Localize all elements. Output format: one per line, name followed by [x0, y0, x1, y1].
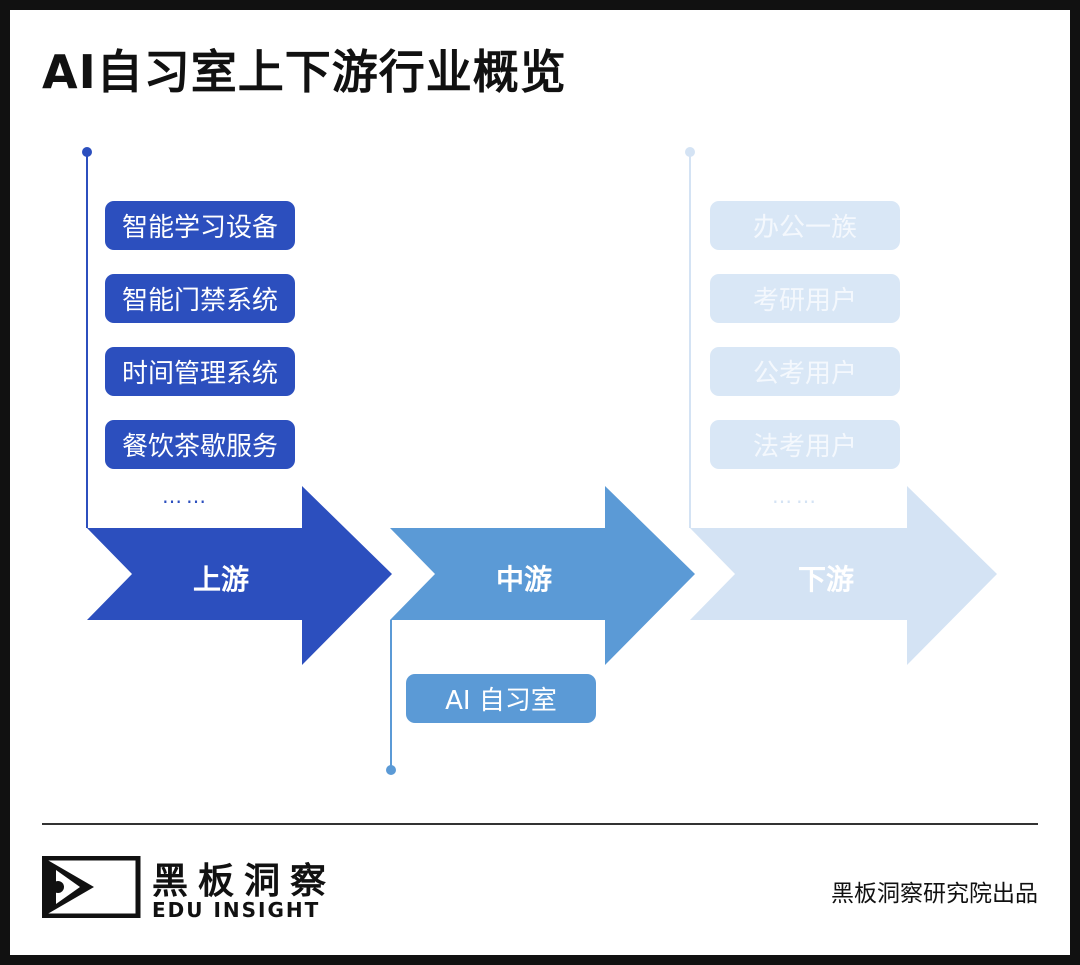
- midstream-item: AI 自习室: [406, 674, 596, 723]
- downstream-item: 考研用户: [710, 274, 900, 323]
- upstream-arrow: [87, 486, 392, 665]
- downstream-item: 办公一族: [710, 201, 900, 250]
- downstream-item: 法考用户: [710, 420, 900, 469]
- page-title: AI自习室上下游行业概览: [42, 45, 567, 99]
- brand-name-en: EDU INSIGHT: [152, 898, 321, 922]
- upstream-label: 上游: [192, 563, 249, 596]
- brand-name-cn: 黑板洞察: [152, 861, 337, 902]
- upstream-item: 智能门禁系统: [105, 274, 295, 323]
- upstream-ellipsis: ……: [162, 484, 210, 508]
- midstream-arrow: [390, 486, 695, 665]
- downstream-item: 公考用户: [710, 347, 900, 396]
- footer-divider: [42, 823, 1038, 825]
- edu-insight-logo-icon: [42, 856, 141, 918]
- downstream-arrow: [690, 486, 997, 665]
- midstream-connector-dot: [386, 765, 396, 775]
- credit-text: 黑板洞察研究院出品: [831, 881, 1038, 907]
- upstream-item: 时间管理系统: [105, 347, 295, 396]
- upstream-item: 智能学习设备: [105, 201, 295, 250]
- downstream-label: 下游: [797, 563, 854, 596]
- downstream-connector-dot: [685, 147, 695, 157]
- upstream-connector-dot: [82, 147, 92, 157]
- upstream-item: 餐饮茶歇服务: [105, 420, 295, 469]
- downstream-ellipsis: ……: [772, 484, 820, 508]
- midstream-label: 中游: [495, 563, 552, 596]
